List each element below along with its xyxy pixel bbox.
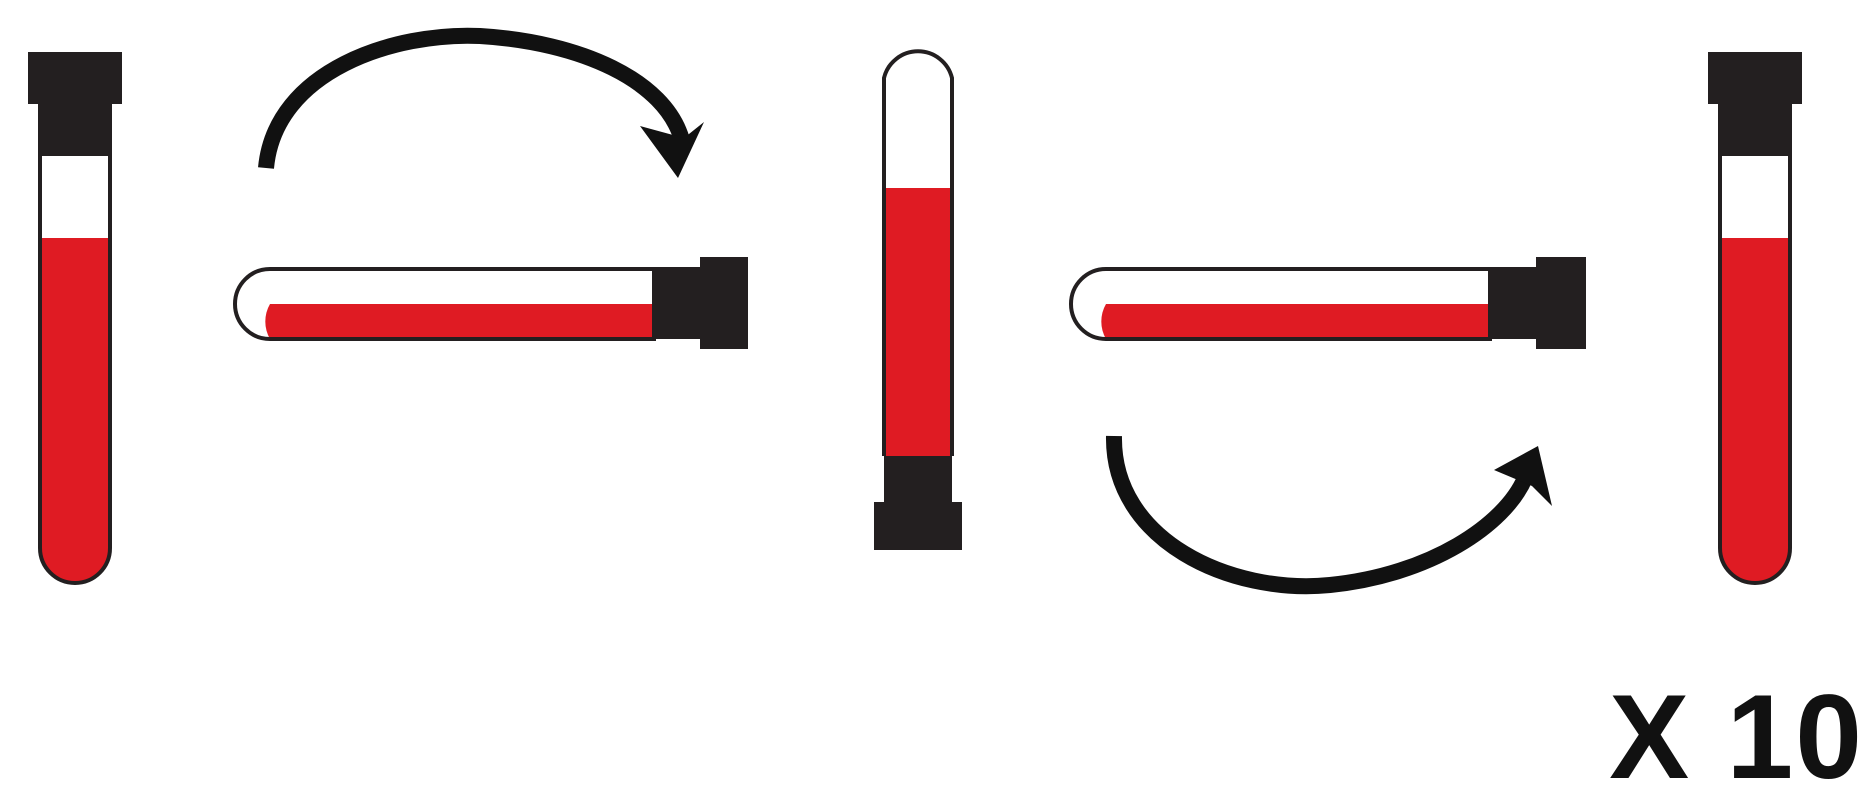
tube-outline	[38, 152, 112, 585]
arrow-shaft	[1105, 435, 1533, 595]
tube-cap	[874, 502, 962, 550]
tube-blood	[1720, 238, 1790, 583]
tube-blood	[1101, 304, 1488, 339]
curved-arrow-icon	[258, 27, 704, 178]
tube-blood	[40, 238, 110, 583]
tube-cap-neck	[38, 100, 112, 156]
tube-upright-end	[1708, 52, 1802, 585]
tube-cap-neck	[1718, 100, 1792, 156]
repeat-count-label: X 10	[1609, 670, 1864, 804]
arrow-shaft	[258, 27, 690, 169]
tube-horizontal-first	[233, 257, 748, 349]
tube-cap	[28, 52, 122, 104]
arrow-head	[640, 122, 704, 178]
tube-outline	[882, 49, 954, 456]
tube-inverted	[874, 49, 962, 550]
tube-cap-neck	[652, 267, 704, 339]
tube-blood	[886, 188, 952, 456]
tube-cap	[1708, 52, 1802, 104]
curved-arrow-icon	[1105, 435, 1552, 595]
tube-cap	[700, 257, 748, 349]
tube-cap-neck	[884, 452, 952, 506]
tube-upright-start	[28, 52, 122, 585]
tube-blood	[265, 304, 652, 339]
tube-outline	[233, 267, 656, 341]
tube-outline	[1718, 152, 1792, 585]
tube-cap	[1536, 257, 1586, 349]
tube-horizontal-second	[1069, 257, 1586, 349]
tube-cap-neck	[1488, 267, 1540, 339]
tube-outline	[1069, 267, 1492, 341]
arrow-head	[1494, 446, 1552, 506]
